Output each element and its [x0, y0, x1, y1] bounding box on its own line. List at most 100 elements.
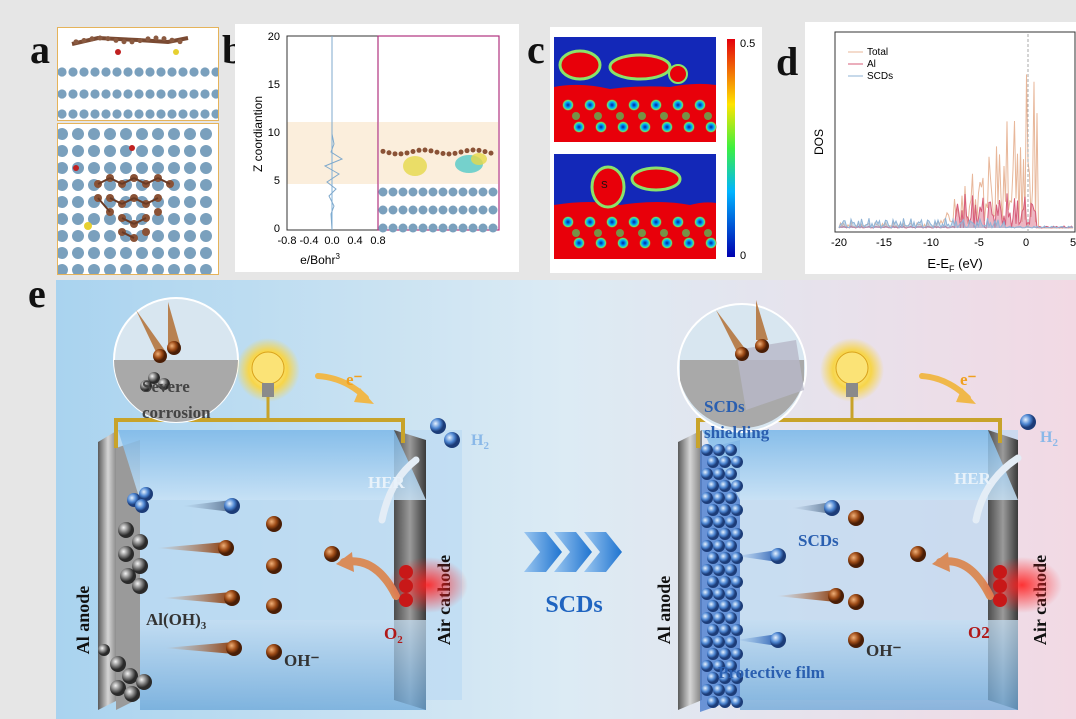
al-atom — [72, 264, 84, 276]
particle — [828, 588, 844, 604]
al-anode-label: Al anode — [654, 576, 674, 645]
motion-trail — [736, 550, 778, 562]
al-atom — [428, 205, 438, 215]
x-tick: -0.8 — [278, 235, 297, 247]
motion-trail — [162, 592, 232, 604]
legend-al: Al — [867, 59, 876, 70]
panel-a-top-view — [56, 123, 219, 276]
al-atom — [145, 109, 155, 119]
al-atom — [388, 187, 398, 197]
al-atom — [468, 223, 478, 233]
al-atom — [189, 109, 199, 119]
al-atom — [56, 230, 68, 242]
al-atom — [418, 187, 428, 197]
al-atom — [167, 89, 177, 99]
motion-trail — [182, 500, 232, 512]
particle — [707, 600, 719, 612]
legend-total: Total — [867, 47, 888, 58]
al-atom — [156, 109, 166, 119]
particle — [824, 500, 840, 516]
particle — [226, 640, 242, 656]
scd-molecule — [736, 340, 804, 410]
al-atom — [184, 145, 196, 157]
al-atom — [88, 247, 100, 259]
al-atom — [398, 187, 408, 197]
al-atom — [57, 109, 67, 119]
al-atom — [458, 205, 468, 215]
al-anode-plate — [678, 430, 702, 710]
dos-plot: Total Al SCDs -20 -15 -10 -5 0 5 DOS E-E… — [812, 31, 1076, 274]
al-atom — [168, 196, 180, 208]
y-tick: 5 — [274, 175, 280, 187]
al-atom — [200, 109, 210, 119]
particle — [701, 612, 713, 624]
al-atom — [448, 205, 458, 215]
al-atom — [189, 89, 199, 99]
al-atom — [56, 162, 68, 174]
particle — [707, 648, 719, 660]
particle — [110, 656, 126, 672]
particle — [725, 540, 737, 552]
scds-label: SCDs — [798, 531, 839, 550]
al-atom — [478, 205, 488, 215]
o2-label: O2 — [968, 623, 990, 642]
particle — [707, 672, 719, 684]
al-atom — [88, 213, 100, 225]
al-atom — [200, 213, 212, 225]
al-atom — [168, 145, 180, 157]
particle — [139, 487, 153, 501]
al-atom — [184, 230, 196, 242]
al-atom — [88, 162, 100, 174]
al-atom — [101, 89, 111, 99]
al-atom — [57, 89, 67, 99]
top-wire — [696, 418, 1002, 422]
al-atom — [104, 162, 116, 174]
al-atom — [123, 67, 133, 77]
aloh3-label: Al(OH)3 — [146, 610, 207, 632]
panel-label-d: d — [776, 39, 799, 84]
particle — [848, 510, 864, 526]
particle — [719, 696, 731, 708]
al-atom — [468, 187, 478, 197]
particle — [701, 684, 713, 696]
al-atom — [72, 145, 84, 157]
particle — [910, 546, 926, 562]
motion-trail — [156, 542, 226, 554]
al-atom — [56, 128, 68, 140]
al-atom — [90, 89, 100, 99]
o2-label: O2 — [384, 624, 403, 646]
al-atom — [468, 205, 478, 215]
al-atom — [136, 162, 148, 174]
al-atom — [200, 196, 212, 208]
particle — [731, 696, 743, 708]
x-tick: 5 — [1070, 237, 1076, 249]
al-atom — [152, 247, 164, 259]
legend-scds: SCDs — [867, 71, 893, 82]
al-atom — [152, 179, 164, 191]
protective-film-label: Protective film — [718, 663, 825, 682]
al-atom — [378, 205, 388, 215]
al-atom — [398, 205, 408, 215]
y-axis-label: Z coordiantion — [251, 96, 265, 172]
particle — [731, 552, 743, 564]
particle — [701, 492, 713, 504]
al-atom — [88, 145, 100, 157]
scds-arrow-label: SCDs — [545, 592, 602, 618]
al-atom — [104, 247, 116, 259]
particle — [266, 516, 282, 532]
al-atom — [68, 109, 78, 119]
motion-trail — [164, 642, 234, 654]
carbon-atom — [142, 228, 150, 236]
al-atom — [184, 213, 196, 225]
particle — [707, 504, 719, 516]
al-atom — [101, 67, 111, 77]
y-tick: 20 — [268, 31, 280, 43]
particle — [725, 636, 737, 648]
plot-frame — [834, 31, 1076, 233]
panel-b: 20 15 10 5 0 -0.8 -0.4 0.0 0.4 0.8 Z coo… — [235, 24, 519, 272]
x-tick: 0.4 — [347, 235, 362, 247]
electron-label: e⁻ — [346, 370, 363, 389]
al-atom — [152, 213, 164, 225]
al-atom — [184, 264, 196, 276]
al-atom — [156, 89, 166, 99]
